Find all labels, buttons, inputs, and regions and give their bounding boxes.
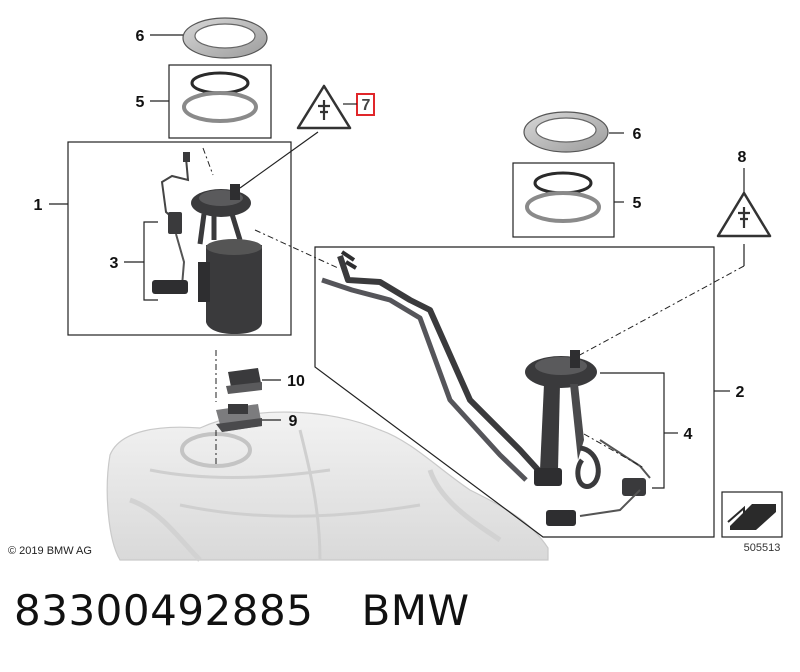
fuel-pump-box-right (314, 246, 715, 538)
copyright-text: © 2019 BMW AG (8, 545, 92, 557)
cover-plate-10 (226, 368, 262, 394)
reference-symbol-box (721, 491, 783, 538)
fuel-pump-module-left (152, 152, 262, 334)
callout-3: 3 (110, 255, 119, 272)
retaining-ring-top-left (182, 17, 268, 59)
seal-rings-right (525, 171, 601, 223)
fuel-pump-module-right (321, 250, 651, 526)
callout-6-left: 6 (136, 28, 145, 45)
seal-rings-left (182, 71, 258, 123)
callout-5-left: 5 (136, 94, 145, 111)
part-number: 83300492885 (14, 586, 314, 635)
brand-name: BMW (361, 586, 470, 635)
parts-diagram: 1 2 3 4 5 5 6 6 7 8 9 10 © 2019 BMW AG 5… (8, 17, 783, 562)
callout-8: 8 (738, 149, 747, 166)
callout-1: 1 (34, 197, 43, 214)
fuel-tank (106, 411, 549, 562)
callout-2: 2 (736, 384, 745, 401)
warning-triangle-right (716, 191, 772, 238)
callout-5-right: 5 (633, 195, 642, 212)
caption: 83300492885 BMW (14, 586, 470, 635)
callout-10: 10 (287, 373, 305, 390)
callout-7: 7 (362, 97, 371, 114)
callout-9: 9 (289, 413, 298, 430)
callout-4: 4 (684, 426, 693, 443)
seal-box-right (512, 162, 615, 238)
retaining-ring-top-right (523, 111, 609, 153)
reference-number: 505513 (744, 542, 781, 554)
fuel-pump-box-left (67, 141, 292, 336)
warning-triangle-left (296, 84, 352, 130)
flange-cover-9 (216, 404, 262, 432)
callout-6-right: 6 (633, 126, 642, 143)
